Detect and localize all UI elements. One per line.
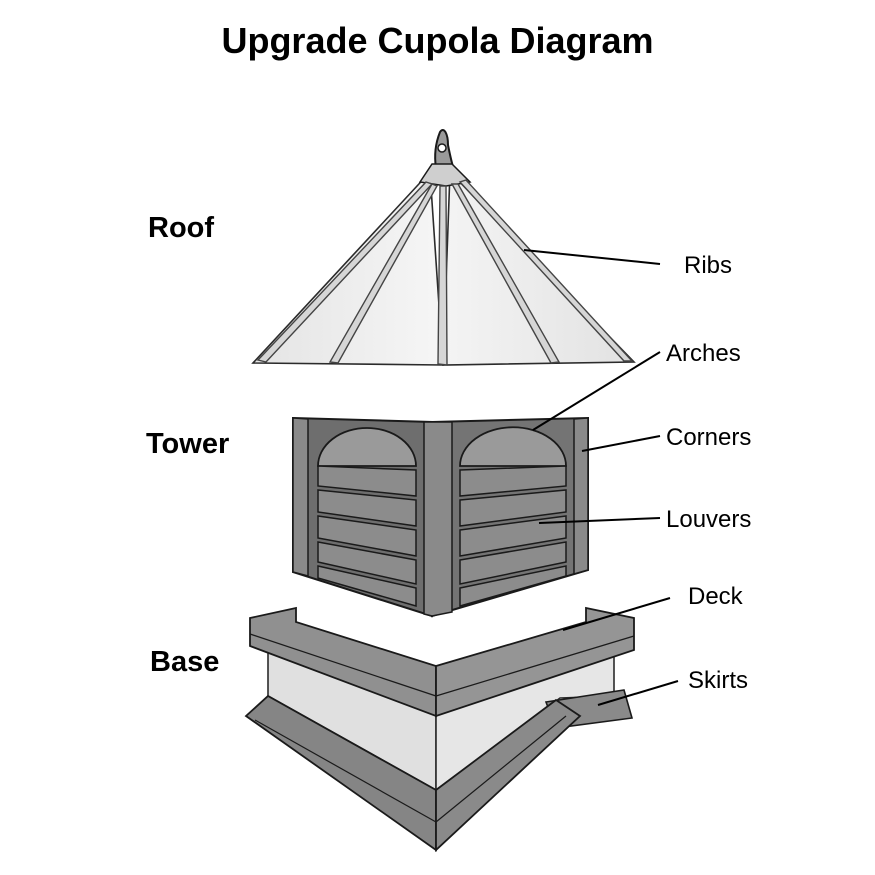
section-label-base: Base xyxy=(150,646,220,678)
rib-3 xyxy=(437,185,448,366)
leader-lines xyxy=(523,249,679,706)
louvers-right xyxy=(459,465,567,607)
leader-ribs xyxy=(523,249,661,265)
finial-eye xyxy=(437,143,447,153)
skirt-trim-right xyxy=(435,698,582,853)
louver xyxy=(317,489,417,527)
louver xyxy=(317,515,417,557)
corner-right xyxy=(573,417,589,575)
corner-left xyxy=(292,417,309,577)
callout-skirts: Skirts xyxy=(688,667,748,694)
louver xyxy=(317,541,417,585)
base xyxy=(244,606,635,853)
roof xyxy=(251,128,636,366)
louver xyxy=(459,541,567,585)
leader-corners xyxy=(581,435,661,452)
tower-corners xyxy=(292,417,589,617)
arch-left xyxy=(317,427,417,467)
section-label-roof: Roof xyxy=(148,212,215,244)
louver xyxy=(459,565,567,607)
deck-right xyxy=(435,606,635,718)
skirt-edge xyxy=(435,715,567,823)
rib-1 xyxy=(256,181,434,363)
leader-skirts xyxy=(597,680,679,706)
deck-edge xyxy=(435,635,635,697)
callout-arches: Arches xyxy=(666,340,741,367)
diagram-title: Upgrade Cupola Diagram xyxy=(221,20,654,61)
deck-edge xyxy=(249,633,437,697)
leader-louvers xyxy=(538,517,661,524)
section-label-tower: Tower xyxy=(146,428,230,460)
rib-5 xyxy=(458,179,634,362)
louver xyxy=(317,465,417,497)
rib-2 xyxy=(328,183,439,364)
callout-deck: Deck xyxy=(688,583,743,610)
louvers-left xyxy=(317,465,417,607)
tower xyxy=(292,416,589,618)
callout-ribs: Ribs xyxy=(684,252,733,279)
roof-ribs xyxy=(256,179,634,366)
louver xyxy=(459,489,567,527)
louver xyxy=(459,515,567,557)
corner-center xyxy=(423,421,453,617)
callout-louvers: Louvers xyxy=(666,506,752,533)
leader-arches xyxy=(532,351,661,431)
louver xyxy=(459,465,567,497)
arch-right xyxy=(459,426,567,467)
louver xyxy=(317,565,417,607)
leader-deck xyxy=(562,597,671,631)
rib-4 xyxy=(450,183,561,364)
callout-corners: Corners xyxy=(666,424,752,451)
skirt-edge xyxy=(254,719,437,823)
